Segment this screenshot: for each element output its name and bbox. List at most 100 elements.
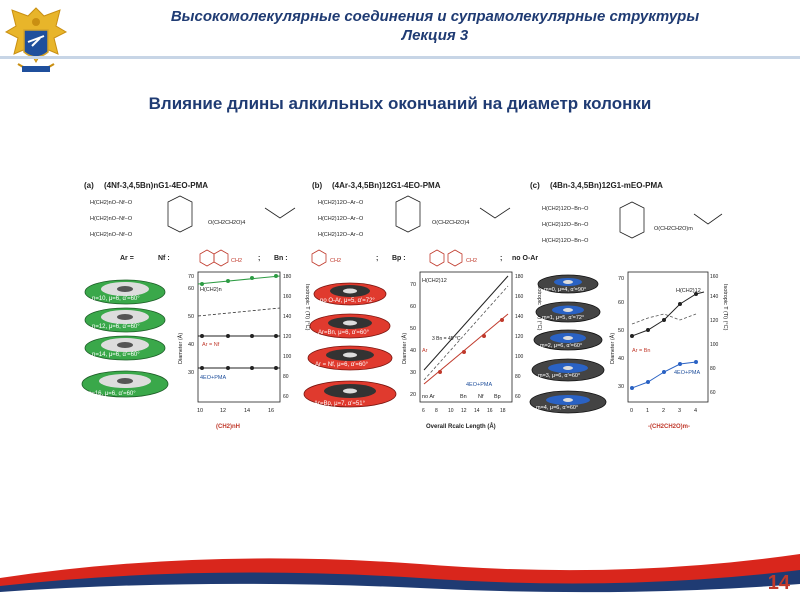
panel-c-compound: (4Bn-3,4,5Bn)12G1-mEO-PMA xyxy=(550,181,663,190)
panel-b-chem-row: H(CH2)12O−Ar−O xyxy=(318,232,364,238)
panel-a-ytick: 70 xyxy=(188,274,194,280)
panel-a-y2tick: 160 xyxy=(283,294,292,300)
ch2-label: CH2 xyxy=(466,258,477,264)
biphenyl-icon xyxy=(447,249,463,267)
panel-b-y2tick: 80 xyxy=(515,374,521,380)
panel-b-xtick: 10 xyxy=(448,408,454,414)
panel-b-xcat: Bp xyxy=(494,394,501,400)
header-subtitle: Лекция 3 xyxy=(401,27,469,44)
panel-c-disk-label: m=1, μ=5, α'=72° xyxy=(542,315,584,321)
ar-label: Ar = xyxy=(120,255,134,262)
ch2-label: CH2 xyxy=(330,258,341,264)
panel-a-y2tick: 60 xyxy=(283,394,289,400)
panel-a-ytick: 50 xyxy=(188,314,194,320)
panel-a-y2tick: 180 xyxy=(283,274,292,280)
panel-a-ytick: 40 xyxy=(188,342,194,348)
panel-c-label: (c) xyxy=(530,181,540,190)
panel-b-ytick: 70 xyxy=(410,282,416,288)
panel-b-xtick: 6 xyxy=(422,408,425,414)
panel-c-y2tick: 140 xyxy=(710,294,719,300)
panel-a: (a) (4Nf-3,4,5Bn)nG1-4EO-PMA H(CH2)nO−Nf… xyxy=(81,181,310,430)
panel-a-xtick: 16 xyxy=(268,408,274,414)
panel-c-xtick: 0 xyxy=(630,408,633,414)
panel-a-disk-label: n=14, μ=6, α'=60° xyxy=(92,352,140,358)
polymer-backbone-icon xyxy=(693,213,723,225)
aryl-legend: Ar = Nf : CH2 ; Bn : CH2 ; Bp : CH2 ; no… xyxy=(120,249,538,267)
panel-b-y2tick: 60 xyxy=(515,394,521,400)
panel-c-series-label: 4EO+PMA xyxy=(674,370,700,376)
svg-text:;: ; xyxy=(500,255,502,262)
panel-a-xtick: 14 xyxy=(244,408,250,414)
panel-b-ytick: 60 xyxy=(410,304,416,310)
panel-b-xcat: Bn xyxy=(460,394,467,400)
panel-c: (c) (4Bn-3,4,5Bn)12G1-mEO-PMA H(CH2)12O−… xyxy=(529,181,728,430)
panel-a-series-label: H(CH2)n xyxy=(200,287,222,293)
panel-b-disk-label: Ar=Bp, μ=7, α'=51° xyxy=(314,401,366,407)
panel-a-ytick: 30 xyxy=(188,370,194,376)
panel-b-xtick: 12 xyxy=(461,408,467,414)
panel-c-disk: m=0, μ=4, α'=90° xyxy=(537,274,599,294)
panel-a-label: (a) xyxy=(84,181,94,190)
panel-c-y2tick: 60 xyxy=(710,390,716,396)
panel-a-disk-label: n=12, μ=6, α'=60° xyxy=(92,324,140,330)
panel-b-series-label: 4EO+PMA xyxy=(466,382,492,388)
panel-b-disk-label: Ar = Nf, μ=6, α'=60° xyxy=(315,362,369,368)
panel-a-y2tick: 140 xyxy=(283,314,292,320)
panel-c-disk: m=1, μ=5, α'=72° xyxy=(535,301,601,323)
panel-b-y2tick: 100 xyxy=(515,354,524,360)
panel-b-disk-label: no O-Ar, μ=5, α'=72° xyxy=(320,298,375,304)
panel-c-ylabel: Diameter (Å) xyxy=(609,333,616,364)
panel-b: (b) (4Ar-3,4,5Bn)12G1-4EO-PMA H(CH2)12O−… xyxy=(303,181,542,430)
benzene-ring-icon xyxy=(167,195,193,233)
panel-b-series-label: H(CH2)12 xyxy=(422,278,447,284)
panel-b-y2tick: 120 xyxy=(515,334,524,340)
panel-b-xtick: 8 xyxy=(435,408,438,414)
panel-b-xtick: 14 xyxy=(474,408,480,414)
panel-c-disk-label: m=0, μ=4, α'=90° xyxy=(544,287,586,293)
slide-title: Влияние длины алкильных окончаний на диа… xyxy=(148,94,652,113)
panel-b-xlabel: Overall Rcalc Length (Å) xyxy=(426,423,496,430)
panel-c-disk-label: m=2, μ=6, α'=60° xyxy=(540,343,582,349)
polymer-backbone-icon xyxy=(264,207,296,219)
panel-c-ester: O(CH2CH2O)m xyxy=(654,226,693,232)
biphenyl-icon xyxy=(429,249,445,267)
panel-a-chem-row: H(CH2)nO−Nf−O xyxy=(90,216,133,222)
panel-c-disk-label: m=4, μ=6, α'=60° xyxy=(536,405,578,411)
panel-c-y2tick: 160 xyxy=(710,274,719,280)
panel-b-series-label: Ar xyxy=(422,348,428,354)
panel-b-ytick: 30 xyxy=(410,370,416,376)
panel-c-y2label: Isotropic T (Ti) (°C) xyxy=(722,284,728,331)
panel-a-xlabel: (CH2)nH xyxy=(216,424,240,430)
column-diameter-figure: (a) (4Nf-3,4,5Bn)nG1-4EO-PMA H(CH2)nO−Nf… xyxy=(80,174,730,434)
panel-b-y2tick: 140 xyxy=(515,314,524,320)
panel-b-ester: O(CH2CH2O)4 xyxy=(432,220,469,226)
panel-b-annotation: 3 Bn = 45 °C xyxy=(432,336,461,342)
no-oar-label: no O-Ar xyxy=(512,255,538,262)
panel-c-ytick: 70 xyxy=(618,276,624,282)
nf-label: Nf : xyxy=(158,255,170,262)
panel-b-disk: no O-Ar, μ=5, α'=72° xyxy=(313,282,387,306)
panel-b-compound: (4Ar-3,4,5Bn)12G1-4EO-PMA xyxy=(332,181,441,190)
panel-b-disk: Ar=Bn, μ=6, α'=60° xyxy=(309,313,391,339)
panel-a-disk: n=10, μ=6, α'=60° xyxy=(84,279,166,305)
panel-a-disk: n=16, μ=6, α'=60° xyxy=(81,370,169,398)
svg-text:;: ; xyxy=(376,255,378,262)
panel-a-disk: n=12, μ=6, α'=60° xyxy=(84,307,166,333)
panel-a-y2tick: 120 xyxy=(283,334,292,340)
panel-a-disk-label: n=10, μ=6, α'=60° xyxy=(92,296,140,302)
ch2-label: CH2 xyxy=(231,258,242,264)
panel-b-y2tick: 180 xyxy=(515,274,524,280)
bp-label: Bp : xyxy=(392,255,406,262)
header-title: Высокомолекулярные соединения и супрамол… xyxy=(170,8,700,25)
panel-b-ytick: 20 xyxy=(410,392,416,398)
panel-c-xtick: 4 xyxy=(694,408,697,414)
panel-c-series-label: H(CH2)12 xyxy=(676,288,701,294)
panel-a-ester: O(CH2CH2O)4 xyxy=(208,220,245,226)
panel-c-ytick: 40 xyxy=(618,356,624,362)
polymer-backbone-icon xyxy=(479,207,511,219)
panel-c-xtick: 3 xyxy=(678,408,681,414)
panel-a-plot: H(CH2)n Ar = Nf 4EO+PMA (CH2)nH Diameter… xyxy=(177,271,310,430)
panel-a-chem-row: H(CH2)nO−Nf−O xyxy=(90,232,133,238)
panel-b-ytick: 40 xyxy=(410,348,416,354)
benzene-ring-icon xyxy=(395,195,421,233)
